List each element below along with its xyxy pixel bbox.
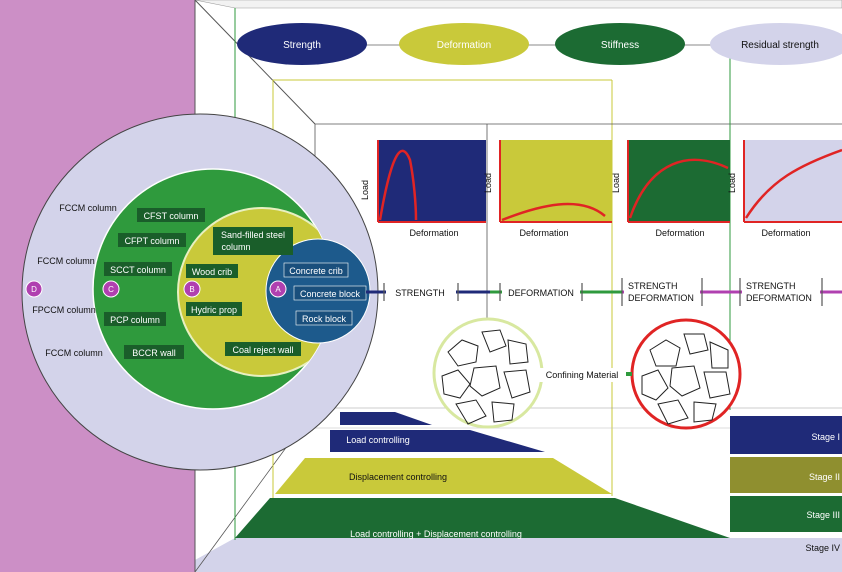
outer-label-4: FCCM column	[45, 348, 103, 358]
chart-strength-ylabel: Load	[360, 180, 370, 200]
mode-sd1-line1: STRENGTH	[628, 281, 678, 291]
cfpt-box	[118, 233, 186, 247]
marker-c	[102, 280, 120, 298]
concrete-crib-label: Concrete crib	[289, 266, 343, 276]
load-controlling-band	[340, 412, 432, 425]
chart-deformation: Load Deformation	[483, 140, 612, 238]
outer-label-2: FCCM column	[37, 256, 95, 266]
pcp-label: PCP column	[110, 315, 160, 325]
chart-stiffness-curve	[628, 158, 729, 219]
mode-strength-bg	[386, 282, 456, 302]
marker-c-label: C	[108, 285, 114, 294]
sand-filled-label-1: Sand-filled steel	[221, 230, 285, 240]
stage-1-band	[730, 416, 842, 454]
wood-crib-label: Wood crib	[192, 267, 232, 277]
hydric-prop-label: Hydric prop	[191, 305, 237, 315]
mode-sd1-line2: DEFORMATION	[628, 293, 694, 303]
residual-strength-oval	[710, 23, 842, 65]
stage-1-label: Stage I	[811, 432, 840, 442]
rock-block-box	[295, 310, 353, 326]
wood-crib-box	[186, 264, 238, 278]
coal-reject-box	[225, 342, 301, 356]
chart-strength-curve	[378, 149, 418, 221]
concrete-block-label: Concrete block	[300, 289, 361, 299]
load-controlling-label-bg	[336, 432, 422, 448]
chart-residual-ylabel: Load	[727, 173, 737, 193]
scct-box	[104, 262, 172, 276]
concrete-crib-box	[283, 262, 349, 278]
outer-label-3: FPCCM column	[32, 305, 96, 315]
chart-stiffness-panel	[628, 140, 730, 222]
deformation-oval	[399, 23, 529, 65]
chart-strength-panel	[378, 140, 486, 222]
strength-oval	[237, 23, 367, 65]
floor-band	[195, 538, 842, 572]
load-controlling-label: Load controlling	[346, 435, 410, 445]
outer-label-1: FCCM column	[59, 203, 117, 213]
marker-d	[25, 280, 43, 298]
marker-b-label: B	[189, 285, 194, 294]
stiffness-oval	[555, 23, 685, 65]
mode-deformation-bg	[502, 282, 580, 302]
chart-residual: Load Deformation	[727, 140, 842, 238]
stage-4-label: Stage IV	[805, 543, 840, 553]
rock-block-label: Rock block	[302, 314, 347, 324]
mode-sd1-bg	[624, 276, 700, 308]
stage-2-band	[730, 457, 842, 493]
combined-controlling-band	[235, 498, 730, 538]
confined-aggregate	[641, 333, 731, 425]
unconfined-aggregate	[441, 329, 531, 425]
mode-sd2-line2: DEFORMATION	[746, 293, 812, 303]
combined-controlling-label: Load controlling + Displacement controll…	[350, 529, 522, 539]
marker-a-label: A	[275, 285, 281, 294]
axis-ticks	[383, 278, 823, 306]
chart-residual-curve	[744, 148, 842, 219]
cfst-box	[137, 208, 205, 222]
chart-residual-panel	[744, 140, 842, 222]
coal-reject-label: Coal reject wall	[232, 345, 293, 355]
hydric-prop-box	[186, 302, 242, 316]
deformation-label: Deformation	[437, 40, 491, 51]
confining-label-bg	[538, 368, 626, 382]
marker-a	[269, 280, 287, 298]
cfpt-label: CFPT column	[125, 236, 180, 246]
stage-2-label: Stage II	[809, 472, 840, 482]
confining-material-label: Confining Material	[546, 370, 619, 380]
chart-strength-xlabel: Deformation	[409, 228, 458, 238]
mode-sd2-bg	[742, 276, 820, 308]
marker-b	[183, 280, 201, 298]
chart-residual-xlabel: Deformation	[761, 228, 810, 238]
pcp-box	[104, 312, 166, 326]
displacement-controlling-band	[275, 458, 612, 494]
stiffness-label: Stiffness	[601, 40, 639, 51]
chart-deformation-xlabel: Deformation	[519, 228, 568, 238]
bccr-label: BCCR wall	[132, 348, 176, 358]
perspective-line-top	[194, 0, 316, 125]
cfst-label: CFST column	[144, 211, 199, 221]
stage-3-label: Stage III	[806, 510, 840, 520]
chart-strength: Load Deformation	[360, 140, 486, 238]
sand-filled-label-2: column	[221, 242, 250, 252]
mode-deformation-label: DEFORMATION	[508, 288, 574, 298]
chart-deformation-ylabel: Load	[483, 173, 493, 193]
bccr-box	[124, 345, 184, 359]
strength-label: Strength	[283, 40, 321, 51]
displacement-controlling-label: Displacement controlling	[349, 472, 447, 482]
mode-sd2-line1: STRENGTH	[746, 281, 796, 291]
residual-strength-label: Residual strength	[741, 40, 819, 51]
ceiling-strip	[194, 0, 842, 9]
chart-stiffness-xlabel: Deformation	[655, 228, 704, 238]
chart-stiffness: Load Deformation	[611, 140, 730, 238]
chart-deformation-curve	[501, 202, 606, 222]
mode-strength-label: STRENGTH	[395, 288, 445, 298]
marker-d-label: D	[31, 285, 37, 294]
scct-label: SCCT column	[110, 265, 166, 275]
chart-stiffness-ylabel: Load	[611, 173, 621, 193]
sand-filled-box	[213, 227, 293, 255]
stage-3-band	[730, 496, 842, 532]
